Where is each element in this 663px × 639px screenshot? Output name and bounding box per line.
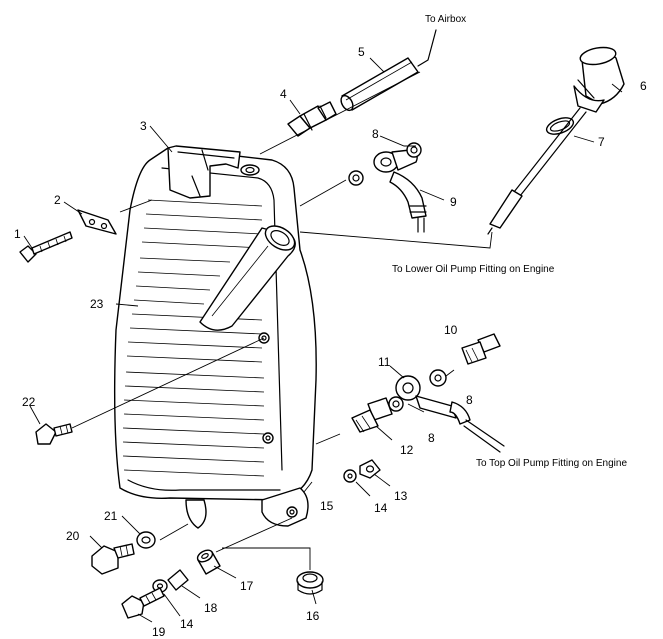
part-number-7: 7 <box>598 135 605 149</box>
o-ring <box>545 117 575 135</box>
part-number-14-bottom: 14 <box>180 617 194 631</box>
part-number-2: 2 <box>54 193 61 207</box>
plug-16 <box>296 571 324 595</box>
vent-hose <box>340 57 419 112</box>
part-number-3: 3 <box>140 119 147 133</box>
connection-lines <box>71 71 493 570</box>
part-number-8-upper: 8 <box>372 127 379 141</box>
bracket-2 <box>77 209 117 235</box>
oil-tank <box>113 145 317 529</box>
part-number-8-lower: 8 <box>428 431 435 445</box>
part-number-16: 16 <box>306 609 320 623</box>
banjo-fitting-11 <box>395 375 471 425</box>
bolt-1 <box>19 231 73 263</box>
part-number-18: 18 <box>204 601 218 615</box>
part-number-12: 12 <box>400 443 414 457</box>
note-to-lower-oil-pump: To Lower Oil Pump Fitting on Engine <box>392 264 555 275</box>
part-number-19: 19 <box>152 625 166 639</box>
bolt-22 <box>35 423 73 445</box>
part-number-4: 4 <box>280 87 287 101</box>
sleeve-18 <box>167 569 189 591</box>
nut-13 <box>359 459 381 479</box>
part-number-8-right: 8 <box>466 393 473 407</box>
part-number-10: 10 <box>444 323 458 337</box>
part-number-21: 21 <box>104 509 118 523</box>
part-number-6: 6 <box>640 79 647 93</box>
part-number-14-right: 14 <box>374 501 388 515</box>
grommet-17 <box>196 549 221 575</box>
washer-8b <box>388 396 404 412</box>
washer-21 <box>136 531 156 549</box>
fitting-12 <box>351 397 393 433</box>
dipstick-cap <box>573 46 625 113</box>
part-number-20: 20 <box>66 529 80 543</box>
lower-fitting <box>348 142 427 233</box>
bolt-10 <box>461 333 501 365</box>
part-number-23: 23 <box>90 297 104 311</box>
leader-lines <box>23 57 623 623</box>
part-number-9: 9 <box>450 195 457 209</box>
tank-ribs <box>122 199 265 477</box>
part-number-13: 13 <box>394 489 408 503</box>
part-number-22: 22 <box>22 395 36 409</box>
note-to-airbox: To Airbox <box>425 14 466 25</box>
bolt-20 <box>91 543 135 575</box>
note-to-top-oil-pump: To Top Oil Pump Fitting on Engine <box>476 458 627 469</box>
part-number-15: 15 <box>320 499 334 513</box>
washer-8a <box>429 369 447 387</box>
part-number-17: 17 <box>240 579 254 593</box>
washer-14a <box>343 469 357 483</box>
part-number-11: 11 <box>378 355 391 369</box>
bolt-19 <box>121 587 165 619</box>
part-number-5: 5 <box>358 45 365 59</box>
part-number-1: 1 <box>14 227 21 241</box>
